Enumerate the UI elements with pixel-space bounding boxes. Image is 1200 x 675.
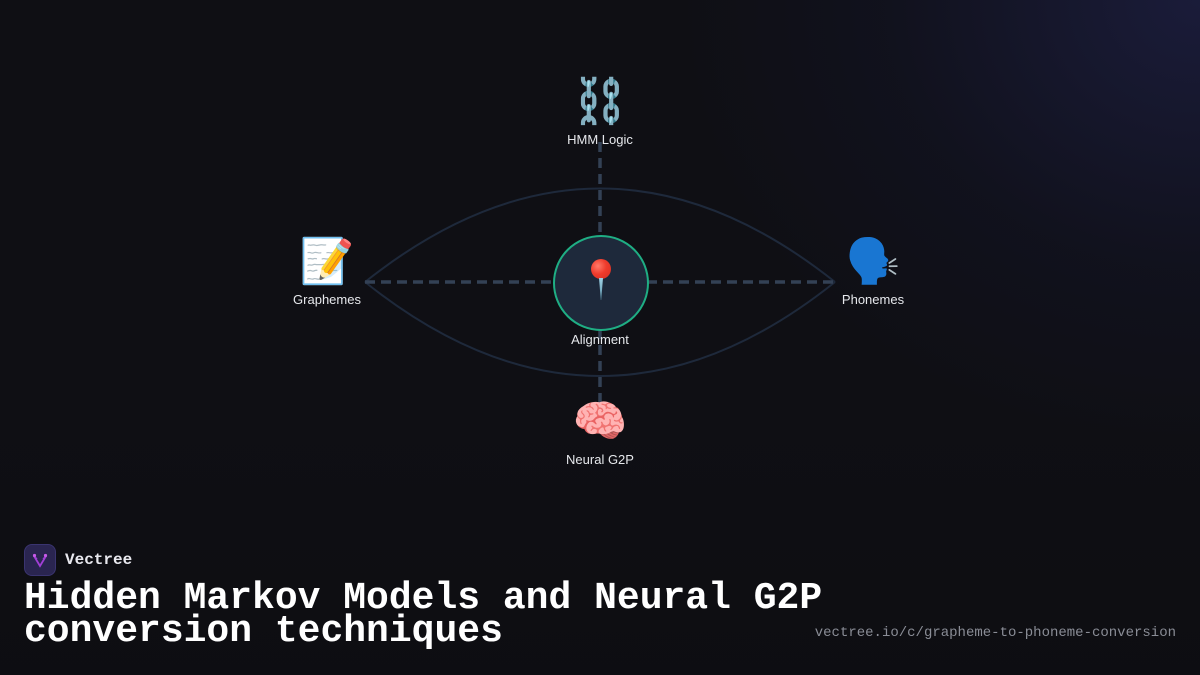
brand-name: Vectree <box>65 551 133 569</box>
center-node-alignment <box>553 235 649 331</box>
node-graphemes: 📝 Graphemes <box>293 236 361 307</box>
upper-arc <box>364 187 836 283</box>
node-hmm-logic: ⛓️ HMM Logic <box>567 76 633 147</box>
brand: Vectree <box>24 544 132 576</box>
node-phonemes: 🗣️ Phonemes <box>842 236 904 307</box>
speaking-head-icon: 🗣️ <box>845 236 901 287</box>
center-node-label: Alignment <box>571 332 629 347</box>
brain-icon: 🧠 <box>572 396 628 447</box>
page-title: Hidden Markov Models and Neural G2P conv… <box>24 577 823 653</box>
source-url: vectree.io/c/grapheme-to-phoneme-convers… <box>814 625 1176 641</box>
vectree-logo-icon <box>24 544 56 576</box>
lower-arc <box>364 281 836 377</box>
round-pushpin-icon <box>591 259 611 303</box>
node-neural-g2p: 🧠 Neural G2P <box>566 396 634 467</box>
memo-icon: 📝 <box>299 236 355 287</box>
node-label: Phonemes <box>841 292 905 307</box>
node-label: Graphemes <box>293 292 361 307</box>
chains-icon: ⛓️ <box>572 76 628 127</box>
node-label: Neural G2P <box>566 452 634 467</box>
node-label: HMM Logic <box>567 132 633 147</box>
